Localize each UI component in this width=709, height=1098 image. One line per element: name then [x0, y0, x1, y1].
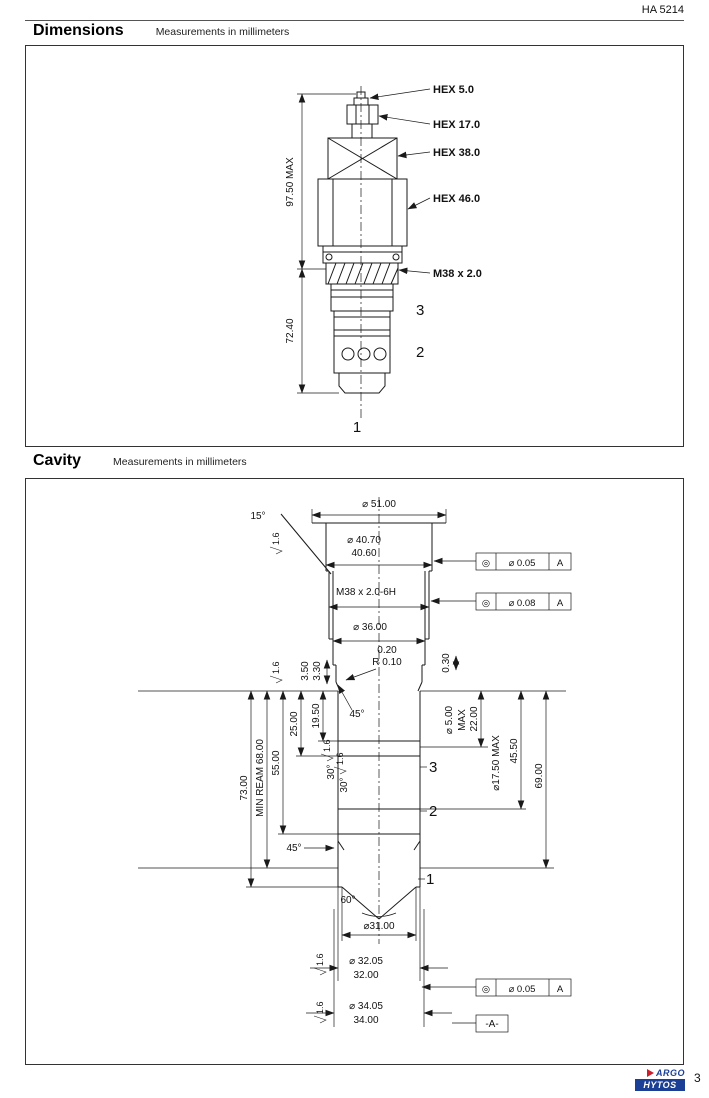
datum-flag: -A- — [475, 1014, 509, 1033]
finish-value: 1.6 — [315, 1001, 325, 1014]
finish-value: 1.6 — [315, 953, 325, 966]
finish-value: 1.6 — [271, 661, 281, 674]
tolerance-value: ⌀ 0.08 — [509, 598, 536, 609]
logo-text-hytos: HYTOS — [635, 1079, 685, 1091]
dim-d1750: ⌀17.50 MAX — [491, 735, 502, 791]
page-number: 3 — [694, 1071, 701, 1085]
tolerance-datum: A — [557, 598, 564, 609]
valve-outline — [317, 91, 408, 394]
dim-angle45-lower: 45° — [286, 843, 301, 854]
valve-port-3-label: 3 — [416, 302, 424, 319]
surface-finish-mark: 1.6 — [269, 532, 283, 555]
dimensions-subtitle: Measurements in millimeters — [155, 26, 290, 38]
lower-height-dim: 72.40 — [285, 318, 296, 343]
dim-r010: R 0.10 — [372, 657, 402, 668]
cavity-port-1-label: 1 — [426, 871, 434, 888]
dim-d51: ⌀ 51.00 — [362, 499, 396, 510]
surface-finish-mark: 1.6 — [269, 661, 283, 684]
cavity-drawing: ◎ ⌀ 0.05 A ◎ ⌀ 0.08 A ◎ ⌀ 0.05 A -A- — [138, 497, 572, 1033]
dimensions-section-header: Dimensions Measurements in millimeters — [33, 22, 289, 40]
tolerance-datum: A — [557, 558, 564, 569]
dim-v5500: 55.00 — [271, 750, 282, 775]
tolerance-datum: A — [557, 984, 564, 995]
dim-angle45-seat: 45° — [349, 709, 364, 720]
cavity-dimension-lines — [247, 511, 550, 1017]
dim-v330: 3.30 — [312, 661, 323, 681]
cavity-subtitle: Measurements in millimeters — [113, 456, 247, 468]
tolerance-frame-3: ◎ ⌀ 0.05 A — [475, 978, 572, 997]
cavity-leader-lines — [304, 557, 476, 1024]
dim-d3400: 34.00 — [353, 1015, 378, 1026]
dim-d36: ⌀ 36.00 — [353, 622, 387, 633]
surface-finish-mark: 1.6 — [313, 1001, 327, 1024]
valve-leader-lines — [369, 88, 431, 275]
dim-d3405: ⌀ 34.05 — [349, 1001, 383, 1012]
dim-d500-max: MAX — [457, 709, 468, 731]
finish-value: 1.6 — [335, 752, 345, 765]
dim-d3200: 32.00 — [353, 970, 378, 981]
dim-angle30-a: 30° — [326, 764, 337, 779]
dim-v7300: 73.00 — [239, 775, 250, 800]
dim-angle60: 60° — [340, 895, 355, 906]
finish-value: 1.6 — [271, 532, 281, 545]
overall-height-dim: 97.50 MAX — [285, 157, 296, 207]
cavity-port-2-label: 2 — [429, 803, 437, 820]
dim-thread: M38 x 2.0-6H — [336, 587, 396, 598]
dim-v350: 3.50 — [300, 661, 311, 681]
dimensions-panel: HEX 5.0 HEX 17.0 HEX 38.0 HEX 46.0 M38 x… — [25, 45, 684, 447]
valve-port-1-label: 1 — [353, 419, 361, 436]
cavity-title: Cavity — [33, 452, 82, 469]
valve-dimension-lines — [297, 93, 356, 394]
tolerance-value: ⌀ 0.05 — [509, 558, 536, 569]
dim-v4550: 45.50 — [509, 738, 520, 763]
header-rule — [25, 20, 684, 21]
dim-v1950: 19.50 — [311, 703, 322, 728]
dim-v6900: 69.00 — [534, 763, 545, 788]
dim-d500: ⌀ 5.00 — [444, 705, 455, 734]
surface-finish-mark: 1.6 — [313, 953, 327, 976]
cavity-section-header: Cavity Measurements in millimeters — [33, 452, 247, 470]
logo-text-argo: ARGO — [656, 1068, 685, 1078]
tolerance-frame-1: ◎ ⌀ 0.05 A — [475, 552, 572, 571]
dim-v2200: 22.00 — [469, 706, 480, 731]
cavity-port-3-label: 3 — [429, 759, 437, 776]
dim-v030: 0.30 — [441, 653, 452, 673]
tolerance-symbol: ◎ — [482, 984, 490, 995]
tolerance-symbol: ◎ — [482, 598, 490, 609]
dimensions-title: Dimensions — [33, 22, 124, 39]
dimensions-drawing: HEX 5.0 HEX 17.0 HEX 38.0 HEX 46.0 M38 x… — [285, 84, 482, 436]
dim-d3205: ⌀ 32.05 — [349, 956, 383, 967]
tolerance-value: ⌀ 0.05 — [509, 984, 536, 995]
datum-label: -A- — [485, 1019, 498, 1030]
tolerance-frame-2: ◎ ⌀ 0.08 A — [475, 592, 572, 611]
argo-hytos-logo: ARGO HYTOS — [635, 1068, 685, 1091]
finish-value: 1.6 — [322, 739, 332, 752]
doc-number: HA 5214 — [641, 4, 684, 16]
logo-arrow-icon — [647, 1069, 654, 1077]
surface-finish-mark: 1.6 — [333, 752, 347, 775]
dim-d4070: ⌀ 40.70 — [347, 535, 381, 546]
dim-d4060: 40.60 — [351, 548, 376, 559]
hex17-label: HEX 17.0 — [433, 119, 480, 131]
hex5-label: HEX 5.0 — [433, 84, 474, 96]
thread-label: M38 x 2.0 — [433, 268, 482, 280]
dim-c020: 0.20 — [377, 645, 397, 656]
dim-angle30-b: 30° — [339, 777, 350, 792]
valve-port-2-label: 2 — [416, 344, 424, 361]
dim-min-ream: MIN REAM 68.00 — [255, 739, 266, 817]
dim-d3100: ⌀31.00 — [363, 921, 394, 932]
hex38-label: HEX 38.0 — [433, 147, 480, 159]
dim-angle15: 15° — [250, 511, 265, 522]
hex46-label: HEX 46.0 — [433, 193, 480, 205]
dim-v2500: 25.00 — [289, 711, 300, 736]
cavity-panel: ◎ ⌀ 0.05 A ◎ ⌀ 0.08 A ◎ ⌀ 0.05 A -A- — [25, 478, 684, 1065]
surface-finish-mark: 1.6 — [320, 739, 334, 762]
tolerance-symbol: ◎ — [482, 558, 490, 569]
